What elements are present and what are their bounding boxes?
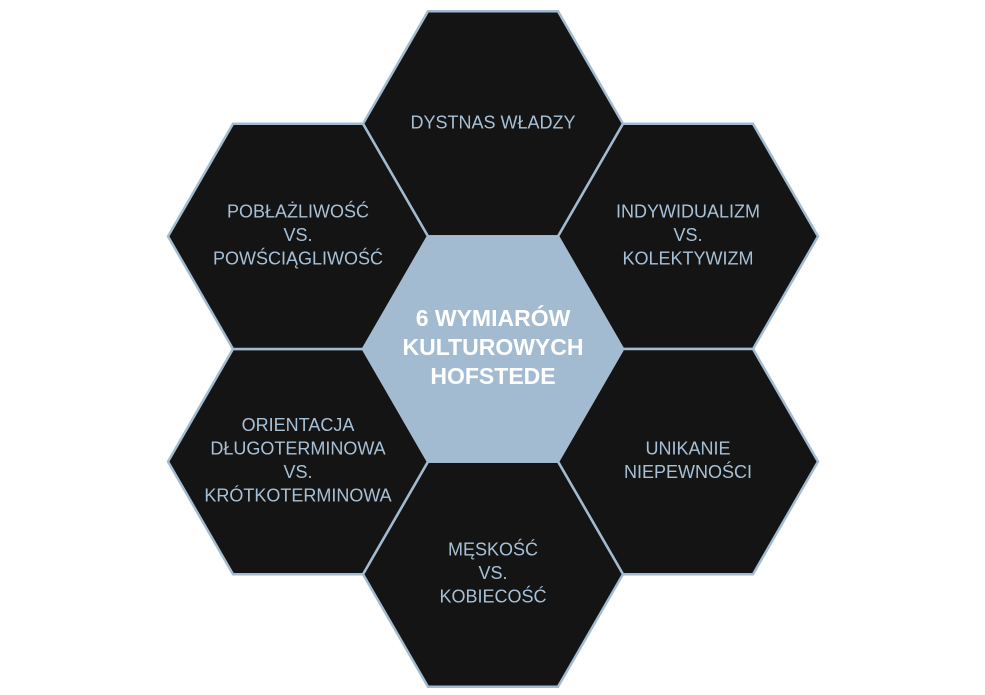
hex-center-title: 6 WYMIARÓW KULTUROWYCH HOFSTEDE bbox=[361, 235, 625, 463]
hex-power-distance-label-line: DYSTNAS WŁADZY bbox=[410, 113, 575, 133]
hex-long-term-orientation-label-line: VS. bbox=[283, 462, 312, 482]
hex-long-term-orientation: ORIENTACJA DŁUGOTERMINOWA VS. KRÓTKOTERMINO… bbox=[166, 347, 430, 576]
hex-indulgence-label-line: POBŁAŻLIWOŚĆ bbox=[227, 201, 369, 222]
hex-masculinity-label-line: VS. bbox=[478, 563, 507, 583]
hex-uncertainty-avoidance-label-line: NIEPEWNOŚCI bbox=[624, 461, 752, 482]
hex-long-term-orientation-label-line: KRÓTKOTERMINOWA bbox=[204, 485, 391, 506]
hex-indulgence-label-line: POWŚCIĄGLIWOŚĆ bbox=[213, 248, 383, 269]
hex-indulgence: POBŁAŻLIWOŚĆ VS. POWŚCIĄGLIWOŚĆ bbox=[166, 122, 430, 351]
hex-individualism-label-line: KOLEKTYWIZM bbox=[622, 249, 753, 269]
hex-masculinity-label-line: KOBIECOŚĆ bbox=[439, 585, 546, 606]
hex-long-term-orientation-label-line: DŁUGOTERMINOWA bbox=[210, 439, 385, 459]
hex-individualism-label-line: VS. bbox=[673, 225, 702, 245]
hex-long-term-orientation-label-line: ORIENTACJA bbox=[242, 415, 355, 435]
hex-center-title-label-line: HOFSTEDE bbox=[430, 363, 555, 389]
hex-center-title-label-line: KULTUROWYCH bbox=[403, 334, 584, 360]
hex-individualism-label-line: INDYWIDUALIZM bbox=[616, 202, 760, 222]
hex-indulgence-label-line: VS. bbox=[283, 225, 312, 245]
hex-masculinity-label-line: MĘSKOŚĆ bbox=[448, 538, 538, 559]
hex-center-title-label-line: 6 WYMIARÓW bbox=[416, 304, 571, 331]
hex-center-title-shape bbox=[361, 235, 625, 463]
hex-uncertainty-avoidance-label-line: UNIKANIE bbox=[645, 439, 730, 459]
